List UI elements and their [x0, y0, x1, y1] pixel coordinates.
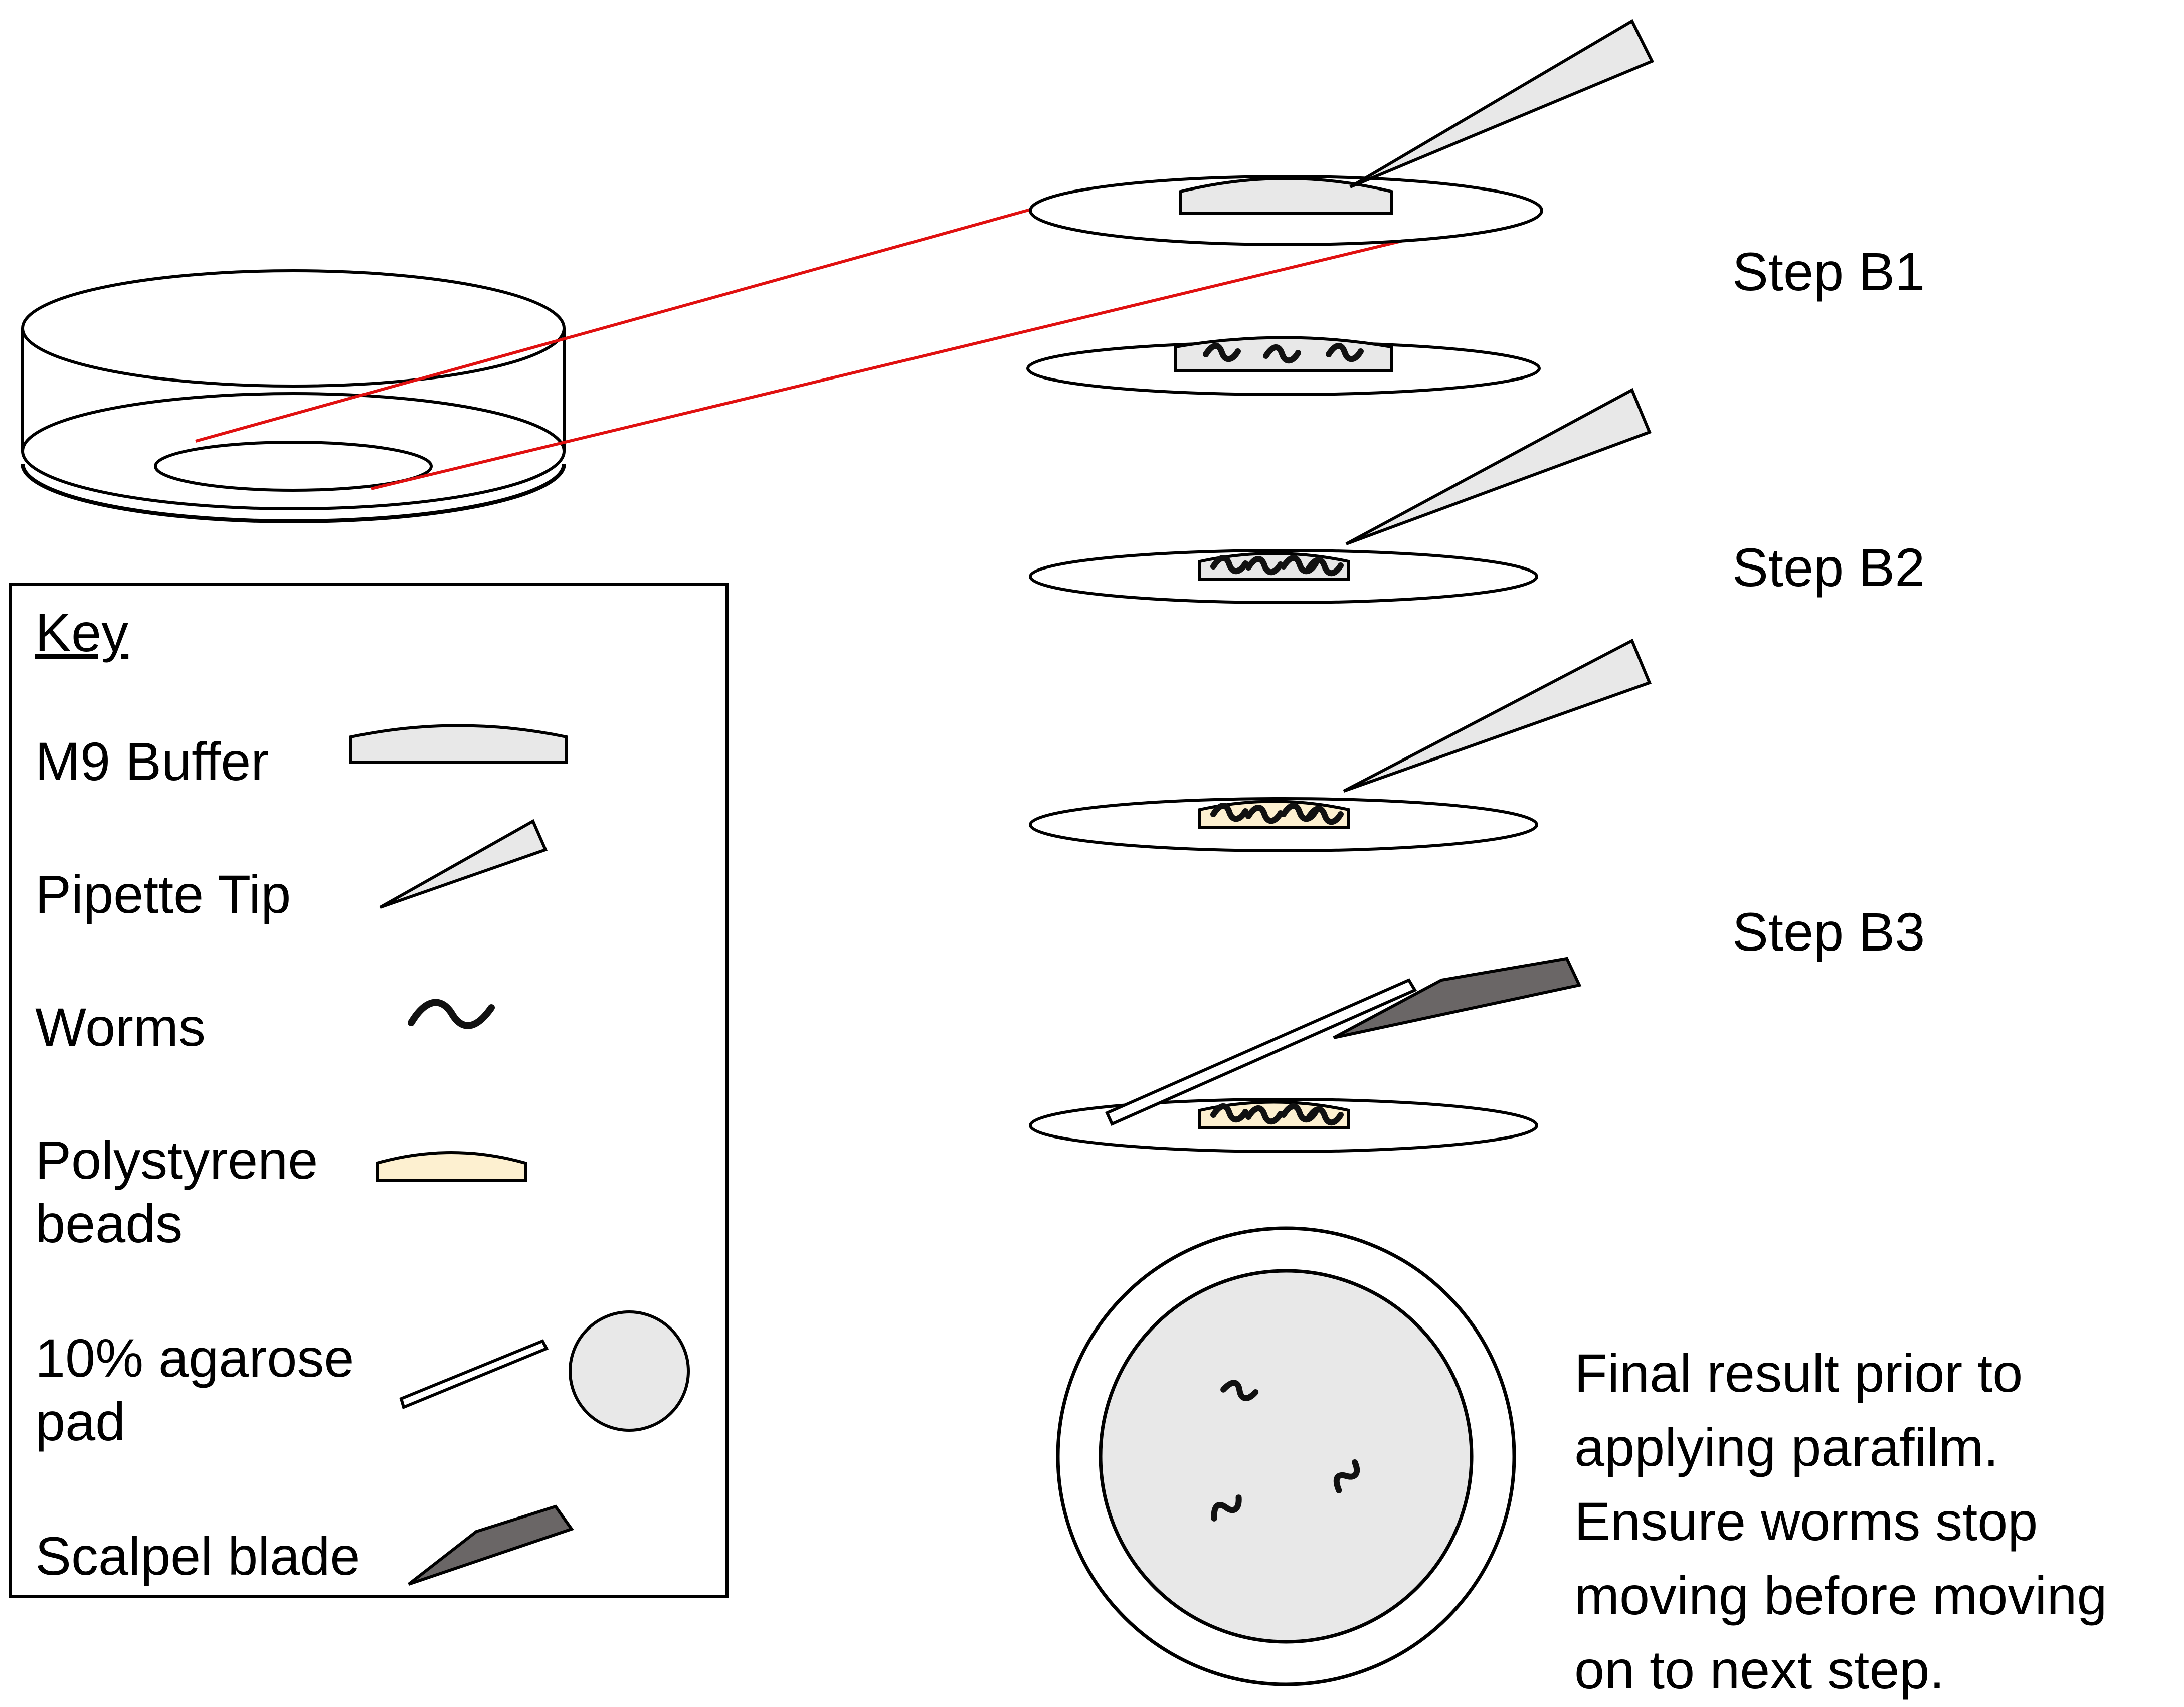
step-b1-label: Step B1 [1732, 241, 1925, 302]
step-b3-label: Step B3 [1732, 901, 1925, 962]
key-agarose-disc-swatch [569, 1310, 690, 1432]
key-agarose-slice-swatch [399, 1339, 549, 1410]
pipette-tip-3 [1343, 638, 1652, 793]
pipette-tip-1 [1349, 19, 1655, 188]
key-m9-swatch [349, 724, 568, 764]
key-agarose-label: 10% agarose pad [35, 1327, 354, 1452]
key-worms-label: Worms [35, 997, 206, 1057]
dish-beads-added [1029, 797, 1538, 852]
key-worm-swatch [408, 999, 495, 1029]
guide-lines [195, 208, 1462, 490]
agarose-pad-slice [1105, 978, 1417, 1126]
key-m9-label: M9 Buffer [35, 731, 269, 792]
key-title: Key [35, 602, 129, 663]
petri-dish [21, 269, 566, 523]
dish-step-b1-buffer [1029, 175, 1543, 246]
key-scalpel-swatch [408, 1504, 574, 1586]
guide-line-1 [195, 208, 1031, 443]
dish-step-b2 [1029, 549, 1538, 604]
key-scalpel-label: Scalpel blade [35, 1526, 360, 1586]
pipette-tip-2 [1345, 388, 1652, 545]
key-bead-swatch [376, 1151, 527, 1182]
step-b2-label: Step B2 [1732, 537, 1925, 598]
key-polystyrene-label: Polystyrene beads [35, 1129, 318, 1254]
scalpel-blade [1333, 957, 1582, 1039]
dish-worms-in-buffer [1026, 336, 1541, 396]
guide-line-2 [371, 225, 1462, 490]
dish-step-b3 [1029, 1098, 1538, 1153]
key-pipette-swatch [379, 819, 548, 909]
key-pipette-label: Pipette Tip [35, 864, 291, 924]
final-result-note: Final result prior to applying parafilm.… [1574, 1343, 2107, 1700]
final-top-view [1056, 1226, 1516, 1686]
